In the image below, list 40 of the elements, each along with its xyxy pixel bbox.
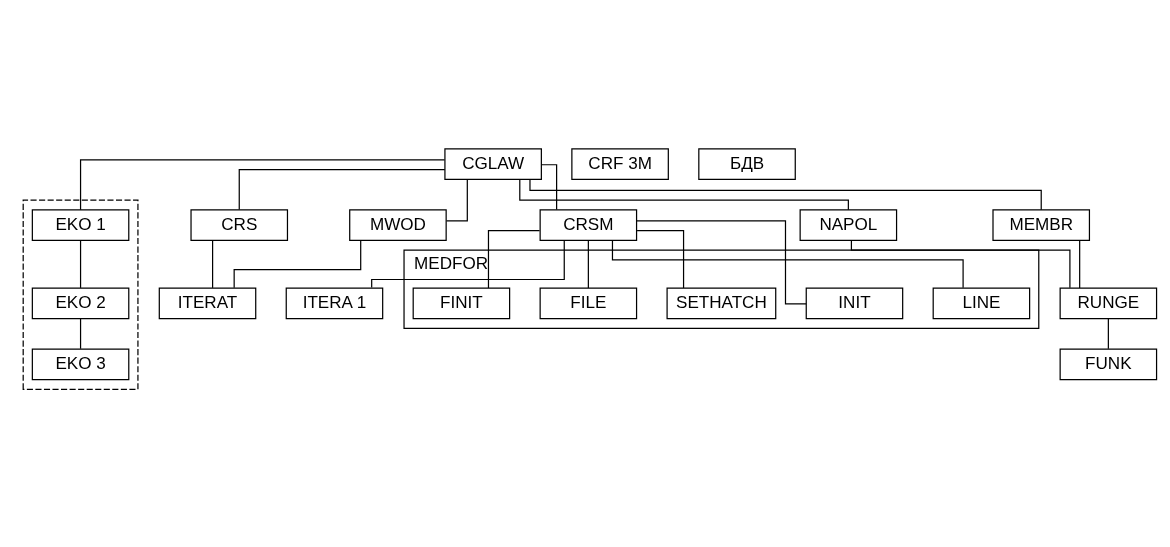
- cluster: [22, 199, 139, 390]
- node-box: CGLAW: [444, 147, 542, 180]
- connector: [850, 239, 1071, 288]
- node-box: MWOD: [349, 208, 447, 241]
- node-box: FILE: [539, 286, 638, 319]
- connector: [212, 239, 214, 288]
- node-box: CRS: [190, 208, 289, 241]
- connector: [635, 219, 807, 305]
- node-box: EKO 3: [31, 347, 130, 380]
- connector: [540, 163, 558, 210]
- node-box: ITERA 1: [285, 286, 384, 319]
- connector: [79, 239, 82, 288]
- connector: [238, 168, 446, 210]
- connector: [1079, 239, 1081, 288]
- node-box: CRF 3M: [571, 147, 669, 180]
- connector: [79, 317, 82, 349]
- node-box: MEMBR: [992, 208, 1091, 241]
- connector: [529, 178, 1042, 210]
- connector: [371, 239, 565, 288]
- node-box: EKO 2: [31, 286, 130, 319]
- node-box: LINE: [932, 286, 1031, 319]
- node-box: SETHATCH: [666, 286, 777, 319]
- connector: [519, 178, 849, 210]
- node-box: INIT: [805, 286, 904, 319]
- node-box: ITERAT: [158, 286, 257, 319]
- node-box: FUNK: [1059, 347, 1158, 380]
- node-box: БДВ: [698, 147, 796, 180]
- node-box: NAPOL: [799, 208, 898, 241]
- connector: [1107, 317, 1109, 349]
- connector: [233, 239, 362, 288]
- connector: [79, 158, 446, 210]
- node-box: FINIT: [412, 286, 511, 319]
- connector: [445, 178, 468, 221]
- node-box: CRSM: [539, 208, 638, 241]
- connector: [611, 239, 964, 288]
- node-box: RUNGE: [1059, 286, 1158, 319]
- node-box: EKO 1: [31, 208, 130, 241]
- connector: [636, 229, 685, 288]
- connector: [587, 239, 589, 288]
- connector: [487, 229, 541, 288]
